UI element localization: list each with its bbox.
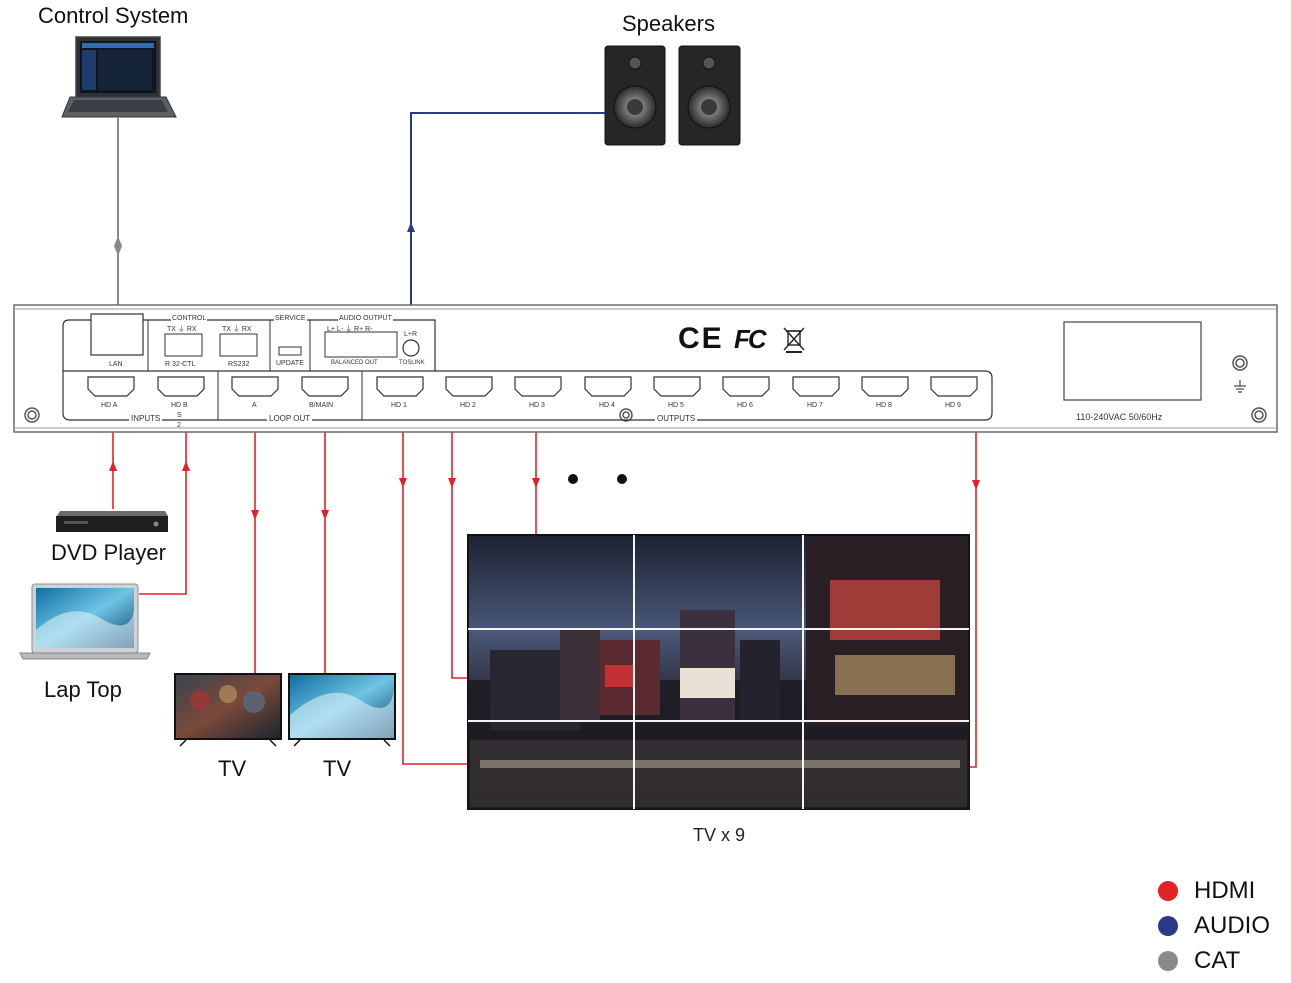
loop-out-group-title: LOOP OUT (267, 414, 313, 423)
hdmi-ports (87, 376, 978, 397)
audio-output-group-title: AUDIO OUTPUT (338, 315, 393, 322)
service-group-title: SERVICE (274, 315, 307, 322)
hdmi-arrows (109, 461, 980, 520)
control-group-title: CONTROL (171, 315, 208, 322)
outputs-group-title: OUTPUTS (655, 414, 698, 423)
weee-icon (783, 327, 805, 353)
update-port (278, 346, 302, 356)
output-hd3-label: HD 3 (529, 402, 545, 409)
source-laptop-icon (19, 583, 151, 660)
dvd-player-label: DVD Player (51, 540, 166, 565)
laptop-label: Lap Top (44, 677, 122, 702)
rs232-pins-label: TX ⏚ RX (222, 326, 252, 333)
output-hd5-label: HD 5 (668, 402, 684, 409)
legend-label-audio: AUDIO (1194, 912, 1271, 939)
ir-ctl-label: R 32-CTL (165, 361, 196, 368)
rs232-label: RS232 (228, 361, 250, 368)
speakers-label: Speakers (622, 11, 715, 36)
ground-icon (1234, 380, 1246, 393)
rs232-terminal (219, 333, 258, 357)
output-hd4-label: HD 4 (599, 402, 615, 409)
balanced-out-label: BALANCED OUT (331, 360, 378, 366)
output-hd1-label: HD 1 (391, 402, 407, 409)
upper-group-frame (62, 319, 436, 371)
speaker-right-icon (678, 45, 741, 146)
lower-group-frame (62, 370, 993, 421)
audio-pins-label: L+ L- ⏚ R+ R- (327, 326, 373, 333)
legend-label-cat: CAT (1194, 947, 1241, 974)
ellipsis-dot (617, 474, 627, 484)
ce-mark: CE (678, 322, 724, 355)
output-hd7-label: HD 7 (807, 402, 823, 409)
legend-item-hdmi: HDMI (1158, 877, 1255, 905)
output-hd8-label: HD 8 (876, 402, 892, 409)
loop-b-label: B/MAIN (309, 402, 334, 409)
input-hd-b-label: HD B (171, 402, 188, 409)
output-hd6-label: HD 6 (737, 402, 753, 409)
cat-arrow-up (114, 236, 122, 246)
control-laptop-icon (61, 36, 177, 118)
lan-port (90, 313, 144, 356)
tv-b-icon (288, 673, 396, 747)
output-hd2-label: HD 2 (460, 402, 476, 409)
audio-cable-line (410, 112, 605, 340)
inputs-group-title: INPUTS (129, 414, 163, 423)
rack-screw-icons (24, 355, 1267, 423)
switch-s-label: S (177, 412, 182, 419)
lan-label: LAN (109, 361, 123, 368)
output-hd9-label: HD 9 (945, 402, 961, 409)
toslink-label: TOSLINK (399, 360, 425, 366)
switch-2-label: 2 (177, 422, 181, 429)
video-wall (467, 534, 970, 810)
power-rating-label: 110-240VAC 50/60Hz (1076, 412, 1163, 422)
lr-label: L+R (404, 331, 418, 338)
audio-arrow (407, 222, 415, 232)
input-hd-a-label: HD A (101, 402, 118, 409)
power-label-box (1063, 321, 1202, 401)
legend-item-cat: CAT (1158, 947, 1240, 975)
legend-item-audio: AUDIO (1158, 912, 1270, 940)
tv-a-icon (174, 673, 282, 747)
cat-arrow-down (114, 246, 122, 256)
legend-dot-hdmi (1158, 881, 1178, 901)
legend-dot-cat (1158, 951, 1178, 971)
speaker-left-icon (604, 45, 666, 146)
ellipsis-dot (568, 474, 578, 484)
legend-label-hdmi: HDMI (1194, 877, 1256, 904)
tv-a-label: TV (218, 756, 247, 781)
fc-mark: FC (734, 324, 767, 354)
dvd-player-icon (56, 511, 168, 532)
ir-terminal (164, 333, 203, 357)
video-wall-label: TV x 9 (693, 825, 746, 845)
balanced-out-terminal (324, 331, 398, 358)
toslink-port (402, 339, 420, 357)
control-system-label: Control System (38, 3, 189, 28)
tv-b-label: TV (323, 756, 352, 781)
legend-dot-audio (1158, 916, 1178, 936)
update-label: UPDATE (276, 360, 304, 367)
loop-a-label: A (252, 402, 257, 409)
control-pins-label: TX ⏚ RX (167, 326, 197, 333)
